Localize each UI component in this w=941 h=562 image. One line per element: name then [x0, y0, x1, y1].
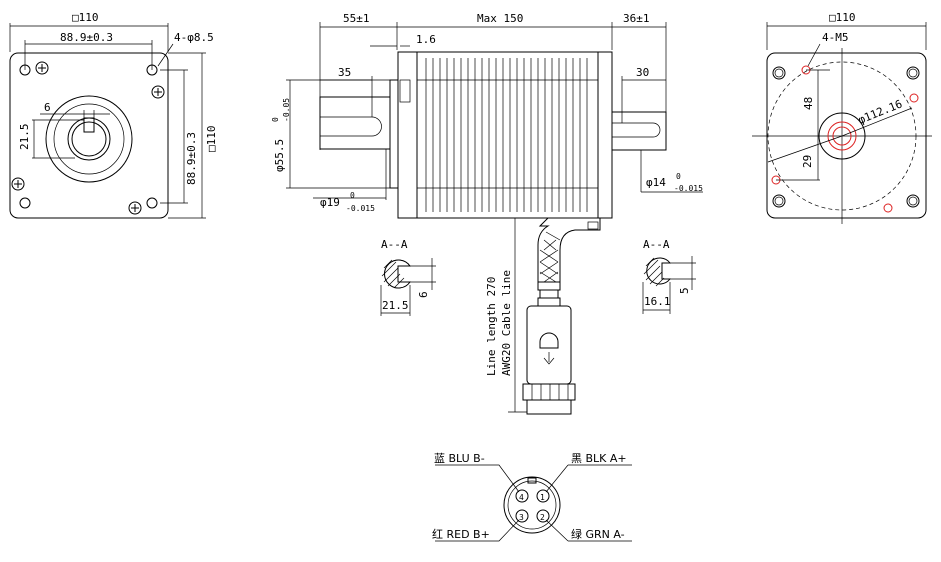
dim-shaft-left-tol-top: 0 [350, 191, 355, 200]
dim-shaft-left: φ19 [320, 196, 340, 209]
rear-dim-vertical: 48 [802, 97, 815, 110]
front-flange-outline [9, 52, 169, 219]
pin-2 [536, 509, 550, 523]
front-shaft [71, 121, 107, 157]
rear-hole-spec: 4-M5 [822, 31, 849, 44]
dim-left-key: 35 [338, 66, 351, 79]
section-right-key: 5 [678, 287, 691, 294]
m5-hole [883, 203, 893, 213]
front-hole-spec: 4-φ8.5 [174, 31, 214, 44]
dim-left-shaft: 55±1 [343, 12, 370, 25]
pin-1 [536, 489, 550, 503]
cable-spec: AWG20 Cable line [500, 270, 513, 376]
rear-square-label: □110 [829, 11, 856, 24]
pin-3-label: 红 RED B+ [432, 528, 490, 541]
section-right: A--A 5 16.1 [642, 238, 696, 314]
cooling-fins [417, 58, 598, 212]
screw-icon [35, 61, 49, 75]
dim-right-shaft: 36±1 [623, 12, 650, 25]
mount-hole [19, 64, 31, 76]
pin-4-number: 4 [519, 493, 524, 502]
connector-body [526, 305, 572, 385]
pin-4-label: 蓝 BLU B- [434, 452, 485, 465]
dim-boss-tol-top: 0 [271, 117, 280, 122]
cable-length: Line length 270 [485, 277, 498, 376]
dim-boss-tol-bot: -0.05 [282, 98, 291, 122]
right-shaft [611, 111, 667, 151]
mount-hole [19, 197, 31, 209]
section-right-label: A--A [643, 238, 670, 251]
left-shaft [319, 96, 391, 150]
m5-hole [909, 93, 919, 103]
pin-1-number: 1 [540, 493, 545, 502]
front-hole-spacing-v: 88.9±0.3 [185, 132, 198, 185]
front-boss [45, 95, 133, 183]
rear-flange-outline [766, 52, 927, 219]
motor-cable [522, 217, 601, 415]
pin-3 [515, 509, 529, 523]
front-key-width: 6 [44, 101, 51, 114]
front-hole-spacing-h: 88.9±0.3 [60, 31, 113, 44]
side-view: 55±1 Max 150 36±1 1.6 [271, 12, 703, 415]
connector-face [503, 476, 561, 534]
mount-hole [146, 64, 158, 76]
dim-flange: 1.6 [416, 33, 436, 46]
dim-shaft-right-tol-bot: -0.015 [674, 184, 703, 193]
rear-view: □110 4-M5 48 29 φ112.16 [752, 11, 932, 224]
section-right-width: 16.1 [644, 295, 671, 308]
section-left-key: 6 [417, 291, 430, 298]
dim-boss: φ55.5 [273, 139, 286, 172]
rear-dim-diag: 29 [801, 155, 814, 168]
rear-pcd: φ112.16 [856, 97, 904, 126]
pin-3-number: 3 [519, 513, 524, 522]
mount-hole [146, 197, 158, 209]
screw-icon [11, 177, 25, 191]
dim-shaft-left-tol-bot: -0.015 [346, 204, 375, 213]
rear-boss [818, 112, 866, 160]
front-view: □110 88.9±0.3 4-φ8.5 6 [9, 11, 218, 219]
front-square-label: □110 [72, 11, 99, 24]
pin-2-label: 绿 GRN A- [571, 527, 625, 541]
shaft-key [83, 117, 95, 133]
dim-shaft-right: φ14 [646, 176, 666, 189]
dim-max-length: Max 150 [477, 12, 523, 25]
section-left-width: 21.5 [382, 299, 409, 312]
rear-shaft [827, 121, 857, 151]
dim-right-key: 30 [636, 66, 649, 79]
screw-icon [151, 85, 165, 99]
dim-shaft-right-tol-top: 0 [676, 172, 681, 181]
screw-icon [128, 201, 142, 215]
front-shaft-height: 21.5 [18, 124, 31, 151]
pin-4 [515, 489, 529, 503]
front-side-square: □110 [205, 126, 218, 153]
side-boss [389, 79, 399, 189]
pin-1-label: 黑 BLK A+ [571, 452, 627, 465]
section-left: A--A 6 21.5 [380, 238, 436, 316]
section-left-label: A--A [381, 238, 408, 251]
connector-pinout: 1 2 3 4 蓝 BLU B- 黑 BLK A+ 红 RED B+ 绿 GRN… [432, 452, 632, 542]
pin-2-number: 2 [540, 513, 545, 522]
